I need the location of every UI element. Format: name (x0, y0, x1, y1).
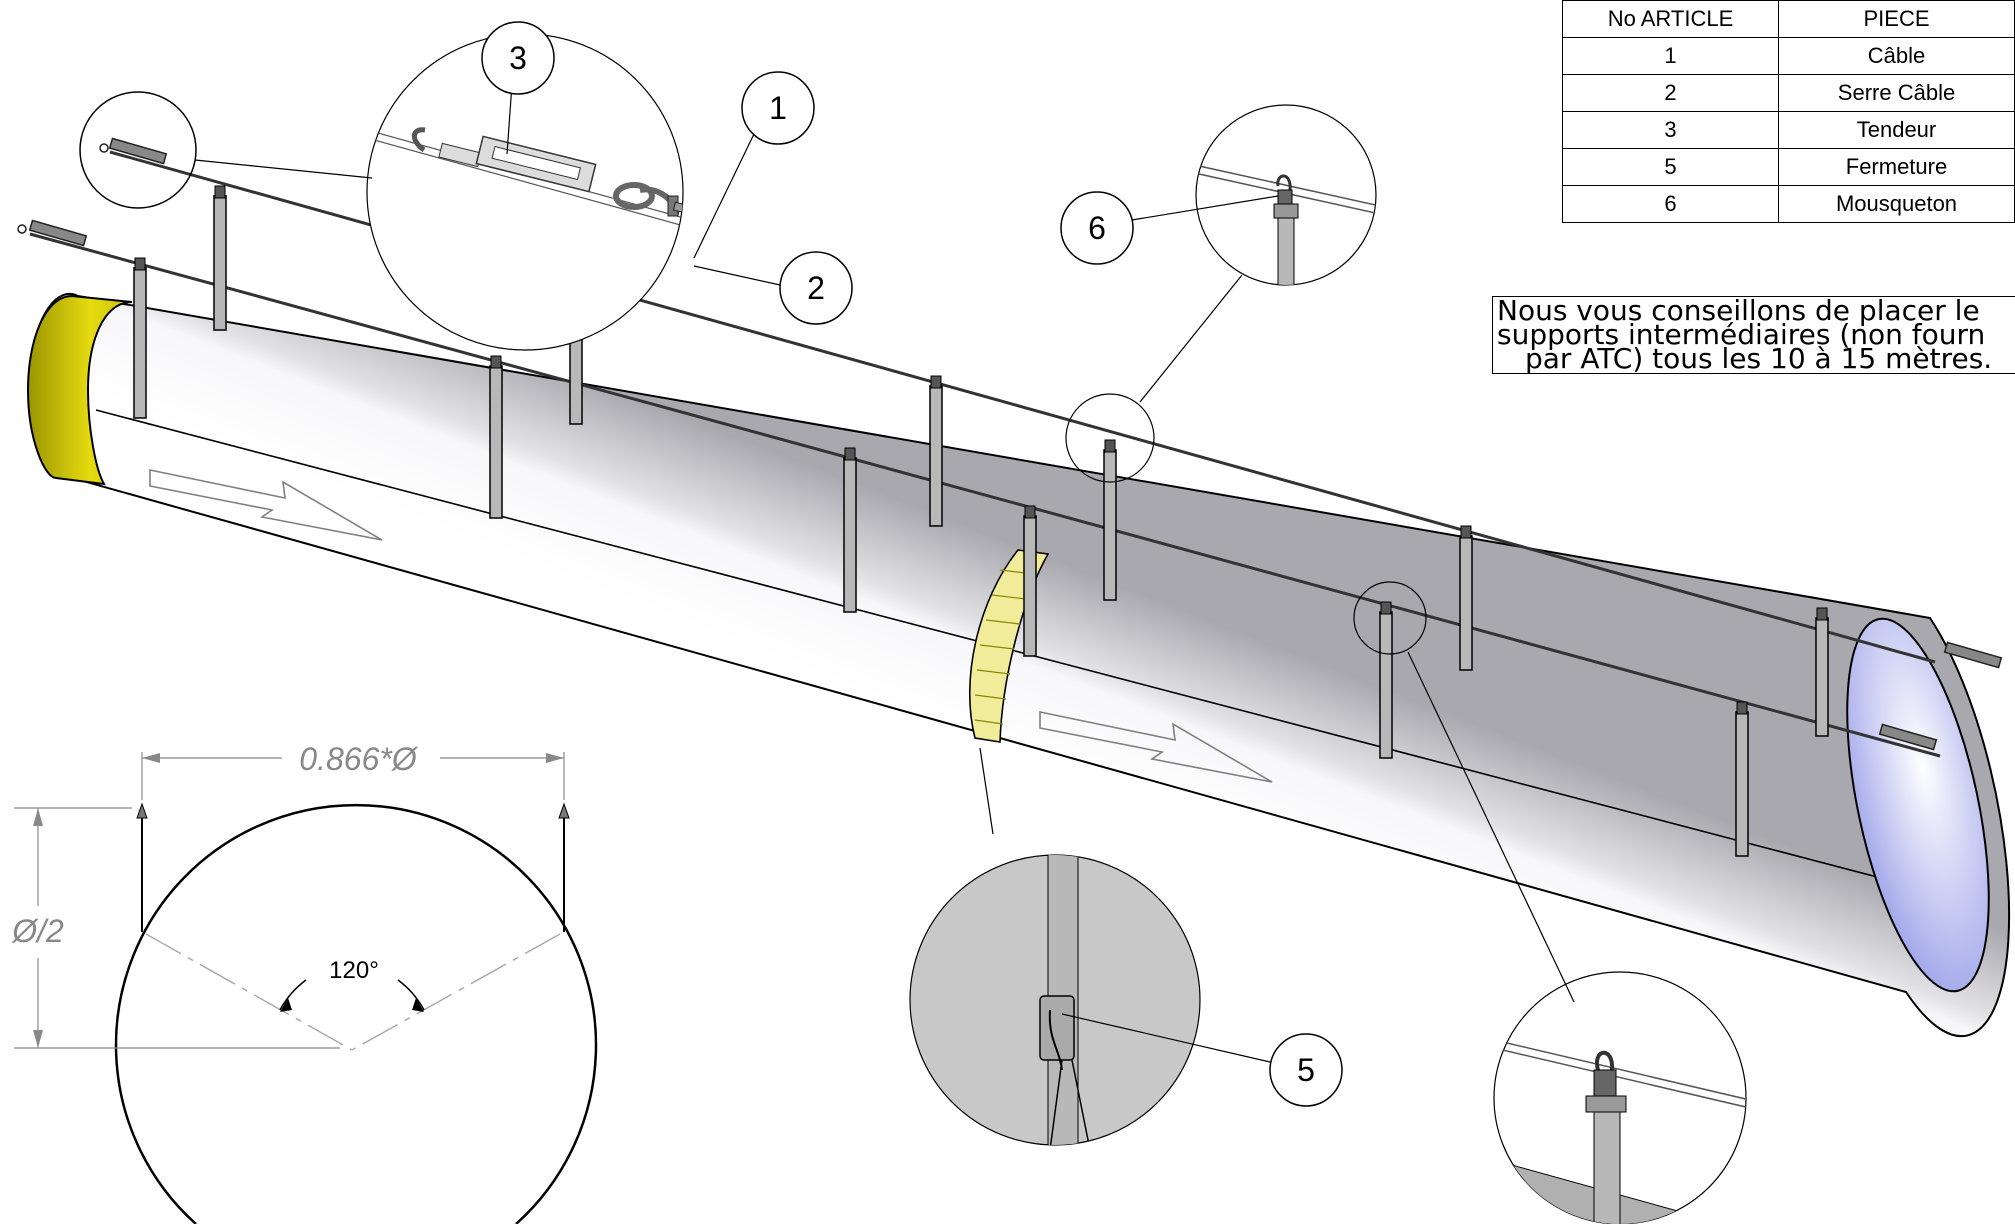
turnbuckle-lower-right (1878, 723, 1938, 751)
textile-duct (26, 293, 2011, 1038)
note-line-1: Nous vous conseillons de placer le (1497, 294, 1980, 327)
bom-piece-name: Fermeture (1778, 148, 2015, 186)
note-line-2: supports intermédiaires (non fourn (1497, 318, 1986, 351)
leader-detail-6 (1139, 274, 1243, 403)
balloon-3: 3 (481, 21, 555, 155)
bom-piece-name: Serre Câble (1778, 74, 2015, 112)
detail-6-source (1065, 393, 1155, 483)
table-row: 1 Câble (1562, 37, 2015, 75)
balloon-6-label: 6 (1088, 210, 1106, 246)
flow-arrow-right (1039, 711, 1273, 783)
turnbuckle-upper-right (1943, 641, 2003, 669)
bom-article-no: 3 (1562, 111, 1779, 149)
bill-of-materials: No ARTICLE PIECE 1 Câble 2 Serre Câble 3… (1562, 0, 2015, 223)
balloon-3-label: 3 (509, 40, 527, 76)
section-radius-left (145, 933, 353, 1051)
hanger-straps (133, 195, 1829, 857)
duct-left-end-cap (26, 294, 133, 486)
section-radius-right (351, 933, 561, 1051)
dim-width-label: 0.866*Ø (299, 741, 419, 777)
bom-header-row: No ARTICLE PIECE (1562, 0, 2015, 38)
bom-header-piece: PIECE (1778, 0, 2015, 38)
balloon-2-label: 2 (807, 270, 825, 306)
table-row: 5 Fermeture (1562, 148, 2015, 186)
section-circle (114, 803, 598, 1224)
section-view: 120° 0.866*Ø Ø/2 (11, 741, 598, 1224)
angle-label: 120° (329, 957, 379, 984)
table-row: 2 Serre Câble (1562, 74, 2015, 112)
angle-arc-right (397, 979, 425, 1011)
duct-right-end (1846, 617, 1990, 993)
balloon-1-label: 1 (769, 90, 787, 126)
table-row: 3 Tendeur (1562, 111, 2015, 149)
balloon-2: 2 (693, 251, 853, 325)
leader-detail-lower (1407, 651, 1575, 1003)
balloon-6: 6 (1060, 191, 1279, 265)
detail-carabiner-view (1195, 104, 1377, 286)
cable-lower (29, 232, 1941, 758)
bom-article-no: 5 (1562, 148, 1779, 186)
table-row: 6 Mousqueton (1562, 185, 2015, 223)
balloon-1: 1 (693, 71, 815, 259)
detail-zipper-view (909, 854, 1201, 1146)
flow-arrow-left (149, 469, 383, 541)
leader-zipper-band (979, 747, 994, 835)
turnbuckle-lower-left (17, 219, 88, 247)
bom-article-no: 1 (1562, 37, 1779, 75)
hanger-clips (134, 185, 1828, 715)
angle-arc-left (279, 979, 307, 1011)
dim-height-label: Ø/2 (11, 913, 64, 949)
bom-article-no: 2 (1562, 74, 1779, 112)
installation-note: Nous vous conseillons de placer le suppo… (1492, 296, 2015, 374)
bom-article-no: 6 (1562, 185, 1779, 223)
turnbuckle-upper-left (99, 137, 168, 165)
bom-piece-name: Mousqueton (1778, 185, 2015, 223)
balloon-5-label: 5 (1297, 1052, 1315, 1088)
detail-small-turnbuckle (79, 91, 197, 209)
note-line-3: par ATC) tous les 10 à 15 mètres. (1525, 342, 1993, 375)
balloon-5: 5 (1061, 1013, 1343, 1107)
bom-piece-name: Tendeur (1778, 111, 2015, 149)
detail-turnbuckle-view (366, 33, 684, 351)
leader-detail-3 (194, 159, 373, 179)
bom-header-article: No ARTICLE (1562, 0, 1779, 38)
detail-lower-carabiner-view (1493, 971, 1747, 1224)
detail-lower-source (1353, 581, 1427, 655)
bom-piece-name: Câble (1778, 37, 2015, 75)
